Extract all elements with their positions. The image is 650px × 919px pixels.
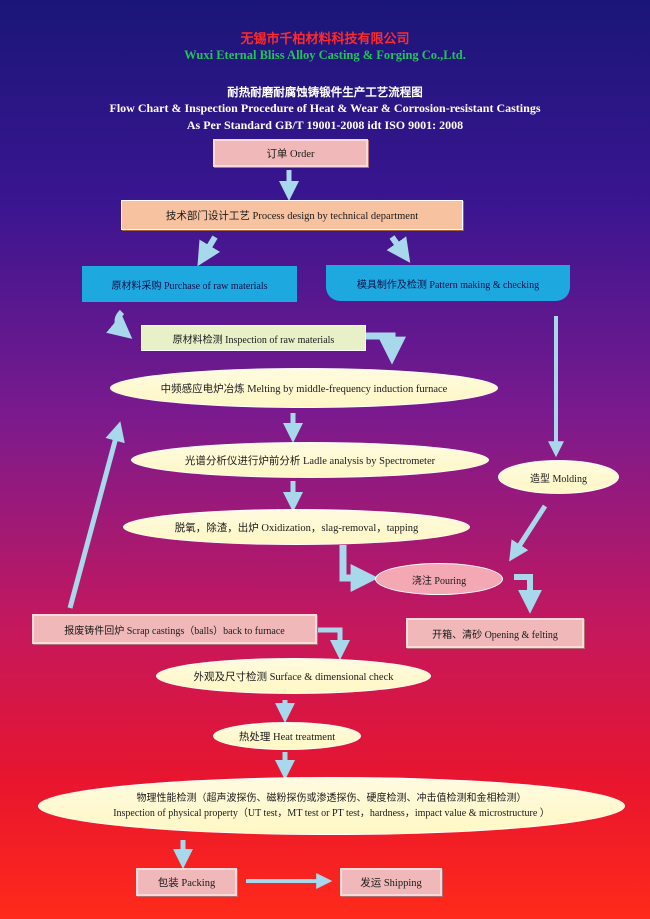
company-name-cn: 无锡市千柏材料科技有限公司 (240, 31, 410, 46)
arrow-inspection-to-melting (366, 332, 406, 365)
arrow-oxidization-to-pouring (339, 545, 379, 592)
arrow-design-to-pattern (386, 235, 411, 263)
step-surface-check: 外观及尺寸检测 Surface & dimensional check (156, 658, 431, 694)
step-pouring: 浇注 Pouring (375, 563, 503, 595)
step-melting: 中频感应电炉冶炼 Melting by middle-frequency ind… (110, 368, 498, 408)
arrow-molding-to-pouring (509, 504, 548, 562)
step-shipping: 发运 Shipping (340, 868, 442, 896)
step-inspection-raw-materials: 原材料检测 Inspection of raw materials (141, 325, 366, 351)
step-process-design: 技术部门设计工艺 Process design by technical dep… (121, 200, 463, 230)
arrow-design-to-purchase (197, 235, 221, 267)
step-heat-treatment: 热处理 Heat treatment (213, 722, 361, 750)
step-packing: 包装 Packing (136, 868, 237, 896)
flowchart-title-en: Flow Chart & Inspection Procedure of Hea… (109, 101, 541, 115)
step-oxidization: 脱氧，除渣，出炉 Oxidization，slag-removal，tappin… (123, 509, 470, 545)
arrow-pouring-to-opening (514, 574, 542, 614)
physical-inspection-en: Inspection of physical property（UT test，… (113, 808, 550, 819)
standard-line: As Per Standard GB/T 19001-2008 idt ISO … (186, 118, 464, 132)
company-name-en: Wuxi Eternal Bliss Alloy Casting & Forgi… (184, 48, 466, 62)
step-scrap-castings: 报废铸件回炉 Scrap castings（balls）back to furn… (32, 614, 317, 644)
step-pattern-making: 模具制作及检测 Pattern making & checking (326, 265, 570, 301)
physical-inspection-cn: 物理性能检测（超声波探伤、磁粉探伤或渗透探伤、硬度检测、冲击值检测和金相检测） (136, 793, 527, 804)
step-physical-inspection: 物理性能检测（超声波探伤、磁粉探伤或渗透探伤、硬度检测、冲击值检测和金相检测） … (38, 777, 625, 835)
step-opening-felting: 开箱、清砂 Opening & felting (406, 618, 584, 648)
step-purchase-raw-materials: 原材料采购 Purchase of raw materials (82, 266, 297, 302)
step-ladle-analysis: 光谱分析仪进行炉前分析 Ladle analysis by Spectromet… (131, 442, 489, 478)
arrow-purchase-to-inspection (106, 309, 133, 339)
step-order: 订单 Order (213, 139, 368, 167)
flowchart-title-cn: 耐热耐磨耐腐蚀铸锻件生产工艺流程图 (227, 87, 423, 99)
step-molding: 造型 Molding (498, 460, 619, 494)
arrow-scrap-to-melting (67, 421, 125, 609)
arrow-scrap-to-surface (318, 627, 350, 660)
